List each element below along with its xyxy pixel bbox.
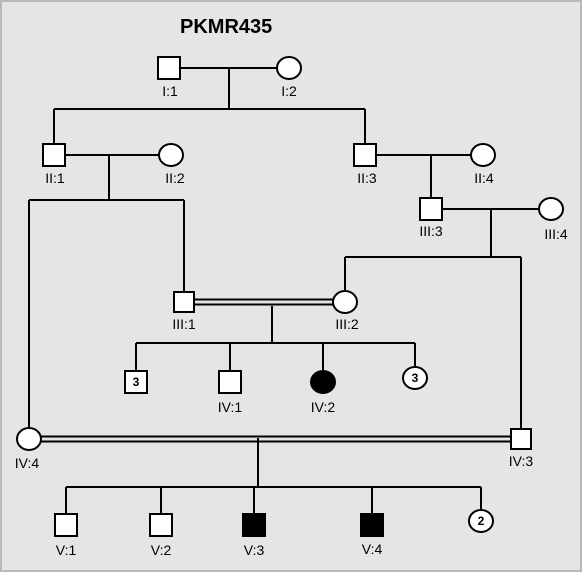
- individual-label: I:1: [162, 83, 178, 99]
- affected-female-circle: [310, 370, 336, 394]
- individual-label: IV:1: [218, 399, 243, 415]
- individual-label: III:3: [419, 223, 443, 239]
- affected-male-square: [360, 513, 384, 537]
- sibling-count: 3: [133, 375, 140, 389]
- unaffected-male-square: [218, 370, 242, 394]
- individual-label: IV:4: [15, 455, 40, 471]
- individual-label: II:3: [357, 170, 377, 186]
- individual-label: V:3: [244, 542, 265, 558]
- unaffected-female-circle: [538, 197, 564, 221]
- sibling-count: 3: [412, 371, 419, 385]
- individual-label: III:4: [544, 226, 568, 242]
- unaffected-male-square: [149, 513, 173, 537]
- unaffected-female-circle: [276, 56, 302, 80]
- individual-label: II:2: [165, 170, 185, 186]
- unaffected-female-circle: [158, 143, 184, 167]
- unaffected-male-square: [42, 143, 66, 167]
- individual-label: IV:2: [311, 399, 336, 415]
- individual-label: III:2: [335, 316, 359, 332]
- sibling-count: 2: [478, 514, 485, 528]
- unaffected-male-square: [419, 197, 443, 221]
- unaffected-male-square: [157, 56, 181, 80]
- individual-label: III:1: [172, 316, 196, 332]
- unaffected-female-circle: [332, 290, 358, 314]
- unaffected-male-square: [124, 370, 148, 394]
- affected-male-square: [242, 513, 266, 537]
- unaffected-male-square: [510, 428, 532, 450]
- unaffected-female-circle: [16, 427, 42, 451]
- unaffected-female-circle: [468, 509, 494, 533]
- unaffected-male-square: [353, 143, 377, 167]
- individual-label: V:4: [362, 541, 383, 557]
- individual-label: I:2: [281, 83, 297, 99]
- individual-label: IV:3: [509, 453, 534, 469]
- unaffected-male-square: [54, 513, 78, 537]
- individual-label: V:1: [56, 542, 77, 558]
- unaffected-female-circle: [470, 143, 496, 167]
- individual-label: V:2: [151, 542, 172, 558]
- individual-label: II:1: [45, 170, 65, 186]
- unaffected-female-circle: [402, 366, 428, 390]
- individual-symbols: 3 3 2: [16, 56, 564, 537]
- individual-label: II:4: [474, 170, 494, 186]
- relationship-lines: [28, 67, 539, 514]
- pedigree-title: PKMR435: [180, 16, 272, 38]
- unaffected-male-square: [173, 291, 195, 313]
